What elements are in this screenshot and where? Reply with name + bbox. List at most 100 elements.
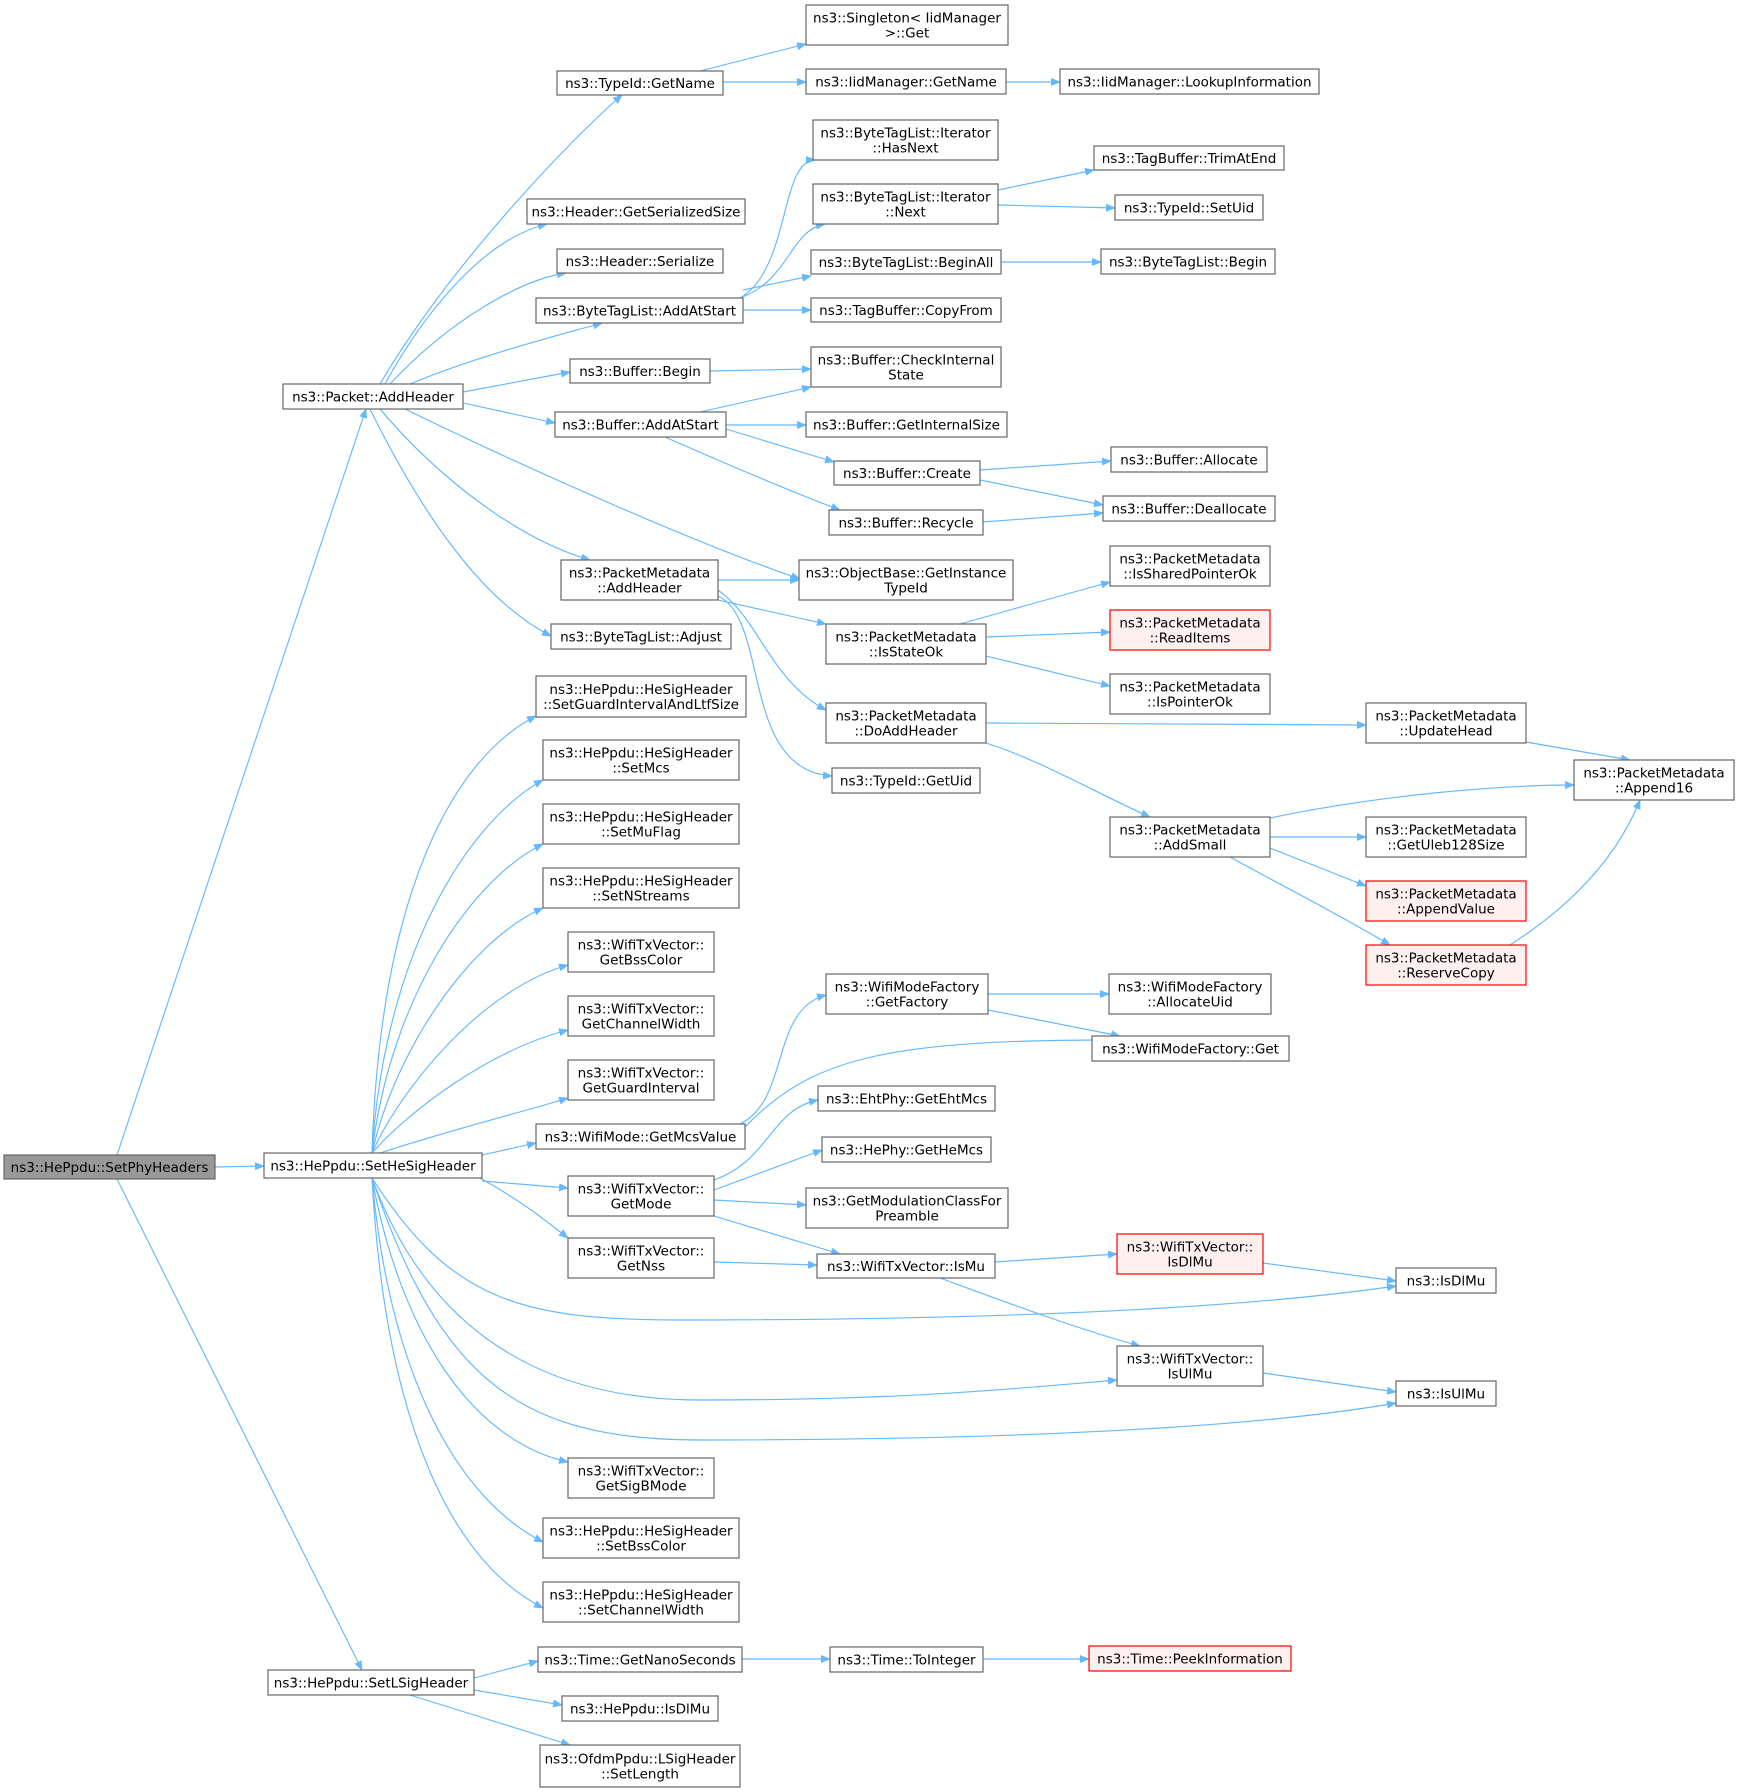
function-node[interactable]: ns3::TagBuffer::CopyFrom xyxy=(810,297,1002,323)
function-node[interactable]: ns3::HePpdu::SetLSigHeader xyxy=(267,1669,475,1696)
function-node[interactable]: ns3::HePpdu::SetHeSigHeader xyxy=(263,1152,483,1179)
function-node[interactable]: ns3::OfdmPpdu::LSigHeader::SetLength xyxy=(539,1744,741,1788)
function-node[interactable]: ns3::WifiModeFactory::GetFactory xyxy=(825,973,989,1015)
function-node[interactable]: ns3::Time::GetNanoSeconds xyxy=(537,1646,743,1673)
call-edge xyxy=(379,1096,569,1154)
function-node[interactable]: ns3::WifiTxVector::GetGuardInterval xyxy=(567,1059,715,1101)
call-edge xyxy=(713,1199,807,1209)
function-node[interactable]: ns3::IidManager::LookupInformation xyxy=(1059,68,1320,95)
function-node[interactable]: ns3::Buffer::Begin xyxy=(569,358,711,384)
call-edge xyxy=(379,94,623,385)
function-node[interactable]: ns3::PacketMetadata::AddSmall xyxy=(1109,816,1271,858)
function-node[interactable]: ns3::PacketMetadata::IsStateOk xyxy=(825,623,987,665)
function-node[interactable]: ns3::TypeId::GetUid xyxy=(831,767,981,794)
function-node[interactable]: ns3::WifiTxVector::GetSigBMode xyxy=(567,1457,715,1499)
node-label: ns3::HePpdu::HeSigHeader xyxy=(549,746,733,762)
call-edge xyxy=(371,1177,569,1464)
function-node[interactable]: ns3::Header::GetSerializedSize xyxy=(526,198,746,225)
function-node[interactable]: ns3::TypeId::SetUid xyxy=(1114,194,1264,221)
node-box xyxy=(1109,609,1271,651)
function-node[interactable]: ns3::Buffer::Recycle xyxy=(828,509,984,536)
function-node[interactable]: ns3::HePpdu::HeSigHeader::SetNStreams xyxy=(542,867,740,909)
function-node[interactable]: ns3::PacketMetadata::IsSharedPointerOk xyxy=(1109,545,1271,587)
node-label: GetGuardInterval xyxy=(583,1081,700,1097)
node-label: ns3::Buffer::Begin xyxy=(579,364,701,380)
function-node[interactable]: ns3::Buffer::Create xyxy=(833,460,981,486)
function-node[interactable]: ns3::PacketMetadata::AppendValue xyxy=(1365,880,1527,922)
node-box xyxy=(542,739,740,781)
node-label: GetBssColor xyxy=(600,953,683,969)
call-edge xyxy=(717,599,827,626)
node-box xyxy=(1100,248,1276,275)
node-box xyxy=(798,559,1014,601)
function-node[interactable]: ns3::WifiModeFactory::AllocateUid xyxy=(1108,973,1272,1015)
function-node[interactable]: ns3::PacketMetadata::DoAddHeader xyxy=(825,702,987,744)
function-node[interactable]: ns3::Buffer::Deallocate xyxy=(1102,495,1276,522)
function-node[interactable]: ns3::TypeId::GetName xyxy=(556,70,724,96)
call-edge xyxy=(1269,847,1367,887)
function-node[interactable]: ns3::WifiModeFactory::Get xyxy=(1091,1035,1290,1062)
function-node[interactable]: ns3::WifiTxVector::GetNss xyxy=(567,1237,715,1279)
function-node[interactable]: ns3::Packet::AddHeader xyxy=(282,383,464,410)
function-node[interactable]: ns3::HePpdu::HeSigHeader::SetChannelWidt… xyxy=(542,1581,740,1623)
call-edge xyxy=(985,720,1367,729)
call-edge xyxy=(409,1694,571,1747)
function-node[interactable]: ns3::ByteTagList::AddAtStart xyxy=(535,297,744,324)
node-label: ns3::TypeId::GetName xyxy=(565,76,715,92)
function-node[interactable]: ns3::TagBuffer::TrimAtEnd xyxy=(1093,145,1285,171)
function-node[interactable]: ns3::Singleton< IidManager>::Get xyxy=(805,4,1009,46)
function-node[interactable]: ns3::Time::ToInteger xyxy=(829,1646,984,1673)
function-node[interactable]: ns3::ByteTagList::Iterator::HasNext xyxy=(812,119,999,161)
node-box xyxy=(1116,1233,1264,1275)
function-node[interactable]: ns3::ByteTagList::Begin xyxy=(1100,248,1276,275)
function-node[interactable]: ns3::PacketMetadata::AddHeader xyxy=(560,559,719,601)
function-node[interactable]: ns3::PacketMetadata::ReadItems xyxy=(1109,609,1271,651)
function-node[interactable]: ns3::PacketMetadata::UpdateHead xyxy=(1365,702,1527,744)
call-edge xyxy=(985,655,1111,688)
function-node[interactable]: ns3::Header::Serialize xyxy=(556,248,724,274)
node-label: ns3::WifiTxVector:: xyxy=(578,1002,705,1018)
function-node[interactable]: ns3::WifiTxVector::IsMu xyxy=(816,1253,996,1279)
function-node[interactable]: ns3::HePhy::GetHeMcs xyxy=(821,1136,992,1163)
function-node[interactable]: ns3::PacketMetadata::ReserveCopy xyxy=(1365,944,1527,986)
function-node[interactable]: ns3::Buffer::GetInternalSize xyxy=(805,411,1008,438)
function-node[interactable]: ns3::WifiTxVector::GetChannelWidth xyxy=(567,995,715,1037)
function-node[interactable]: ns3::HePpdu::HeSigHeader::SetMcs xyxy=(542,739,740,781)
call-edges xyxy=(116,42,1641,1747)
function-node[interactable]: ns3::ByteTagList::Iterator::Next xyxy=(812,183,999,225)
function-node[interactable]: ns3::IsDlMu xyxy=(1395,1267,1497,1294)
function-node[interactable]: ns3::WifiMode::GetMcsValue xyxy=(535,1123,746,1150)
function-node[interactable]: ns3::PacketMetadata::Append16 xyxy=(1573,759,1735,801)
function-node[interactable]: ns3::EhtPhy::GetEhtMcs xyxy=(817,1085,996,1112)
function-node[interactable]: ns3::HePpdu::HeSigHeader::SetBssColor xyxy=(542,1517,740,1559)
function-node[interactable]: ns3::HePpdu::HeSigHeader::SetMuFlag xyxy=(542,803,740,845)
function-node[interactable]: ns3::Time::PeekInformation xyxy=(1088,1645,1292,1672)
node-label: ::SetLength xyxy=(601,1767,679,1783)
function-node[interactable]: ns3::WifiTxVector::GetMode xyxy=(567,1175,715,1217)
function-node[interactable]: ns3::ByteTagList::Adjust xyxy=(550,623,732,650)
call-edge xyxy=(479,1177,569,1239)
function-node[interactable]: ns3::IsUlMu xyxy=(1395,1380,1497,1407)
function-node[interactable]: ns3::Buffer::AddAtStart xyxy=(554,411,727,438)
function-node[interactable]: ns3::HePpdu::IsDlMu xyxy=(561,1695,719,1722)
function-node[interactable]: ns3::Buffer::Allocate xyxy=(1110,446,1268,473)
function-node[interactable]: ns3::IidManager::GetName xyxy=(805,68,1007,95)
function-node[interactable]: ns3::PacketMetadata::GetUleb128Size xyxy=(1365,816,1527,858)
function-node[interactable]: ns3::WifiTxVector::GetBssColor xyxy=(567,931,715,973)
function-node[interactable]: ns3::HePpdu::HeSigHeader::SetGuardInterv… xyxy=(535,675,747,718)
function-node[interactable]: ns3::WifiTxVector::IsUlMu xyxy=(1116,1345,1264,1387)
call-edge xyxy=(371,779,544,1154)
function-node[interactable]: ns3::PacketMetadata::IsPointerOk xyxy=(1109,673,1271,715)
node-label: ns3::IsDlMu xyxy=(1407,1274,1486,1290)
node-label: GetChannelWidth xyxy=(582,1017,701,1033)
function-node[interactable]: ns3::ByteTagList::BeginAll xyxy=(810,249,1002,275)
function-node[interactable]: ns3::HePpdu::SetPhyHeaders xyxy=(3,1154,216,1180)
call-edge xyxy=(664,436,841,511)
node-label: ns3::Time::PeekInformation xyxy=(1097,1652,1283,1668)
node-label: ns3::PacketMetadata xyxy=(1375,709,1516,725)
call-edge xyxy=(717,589,827,711)
function-node[interactable]: ns3::WifiTxVector::IsDlMu xyxy=(1116,1233,1264,1275)
